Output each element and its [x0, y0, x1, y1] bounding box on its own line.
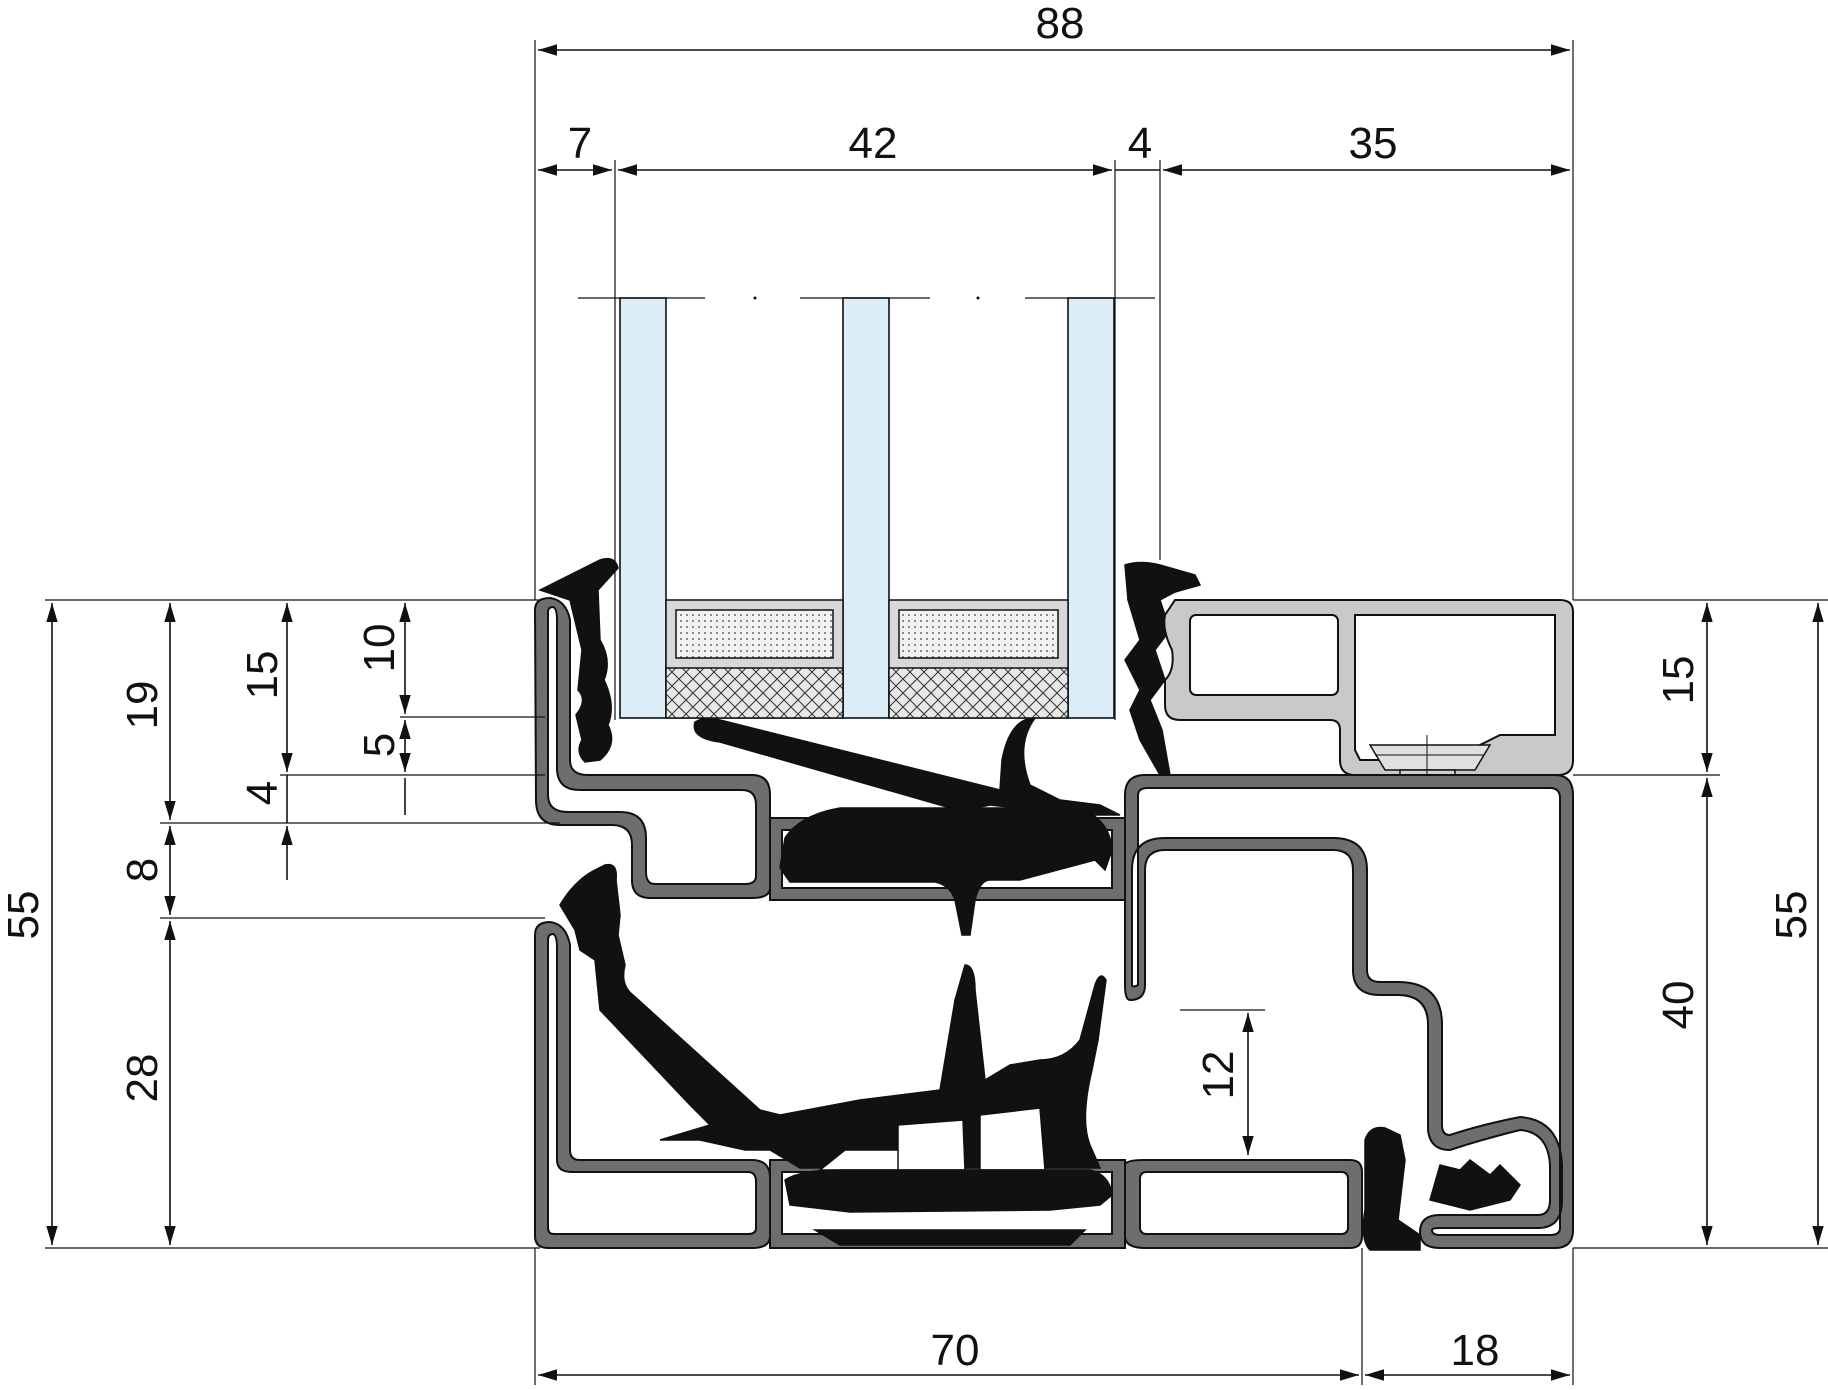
dim-label-18: 18 — [1451, 1326, 1500, 1375]
dim-label-28: 28 — [118, 1054, 167, 1103]
thermal-break-gasket — [784, 1169, 1113, 1213]
dim-label-88: 88 — [1036, 0, 1085, 48]
frame-center-gasket — [559, 863, 1107, 1169]
frame-profile — [534, 774, 1574, 1249]
glass-setting-block — [693, 717, 1121, 816]
dim-label-5: 5 — [355, 733, 404, 757]
thermal-break-base — [812, 1229, 1087, 1246]
dim-label-42: 42 — [849, 119, 898, 168]
sash-gaskets — [538, 557, 1202, 936]
center-seal-gasket — [779, 807, 1113, 936]
left-dimensions: 55 19 8 28 15 4 10 5 — [0, 599, 560, 1249]
sealant-1 — [665, 667, 844, 719]
outer-glazing-gasket — [538, 557, 619, 763]
top-dimensions: 88 7 42 4 35 — [534, 0, 1574, 720]
dim-label-7: 7 — [568, 119, 592, 168]
dim-label-40: 40 — [1654, 981, 1703, 1030]
glass-pane-outer — [619, 297, 667, 719]
glass-pane-inner — [1067, 297, 1115, 719]
frame-outer-chamber — [534, 920, 771, 1249]
bottom-seal-gasket — [1429, 1159, 1521, 1211]
glazing-bead — [1163, 598, 1574, 862]
inner-glazing-gasket — [1124, 561, 1202, 776]
triple-glazing-unit — [578, 296, 1155, 719]
glass-pane-middle — [842, 297, 890, 719]
dim-label-4-top: 4 — [1128, 119, 1152, 168]
desiccant-1 — [675, 609, 834, 659]
dim-label-15-left: 15 — [238, 651, 287, 700]
drip-seal-gasket — [1362, 1126, 1421, 1251]
dim-label-10: 10 — [355, 624, 404, 673]
bottom-dimensions: 70 18 — [534, 1248, 1574, 1385]
right-dimensions: 15 40 55 — [1573, 599, 1828, 1249]
dim-label-8: 8 — [118, 858, 167, 882]
frame-gaskets — [559, 863, 1521, 1251]
inner-dimension: 12 — [1180, 1009, 1265, 1155]
desiccant-2 — [898, 609, 1059, 659]
sealant-2 — [888, 667, 1069, 719]
dim-label-55-right: 55 — [1767, 891, 1816, 940]
dim-label-12: 12 — [1194, 1051, 1243, 1100]
dim-label-70: 70 — [931, 1326, 980, 1375]
dim-label-35: 35 — [1349, 119, 1398, 168]
dim-label-19: 19 — [118, 681, 167, 730]
dim-label-55-left: 55 — [0, 891, 48, 940]
dim-label-4-left: 4 — [238, 781, 287, 805]
dim-label-15-right: 15 — [1654, 656, 1703, 705]
